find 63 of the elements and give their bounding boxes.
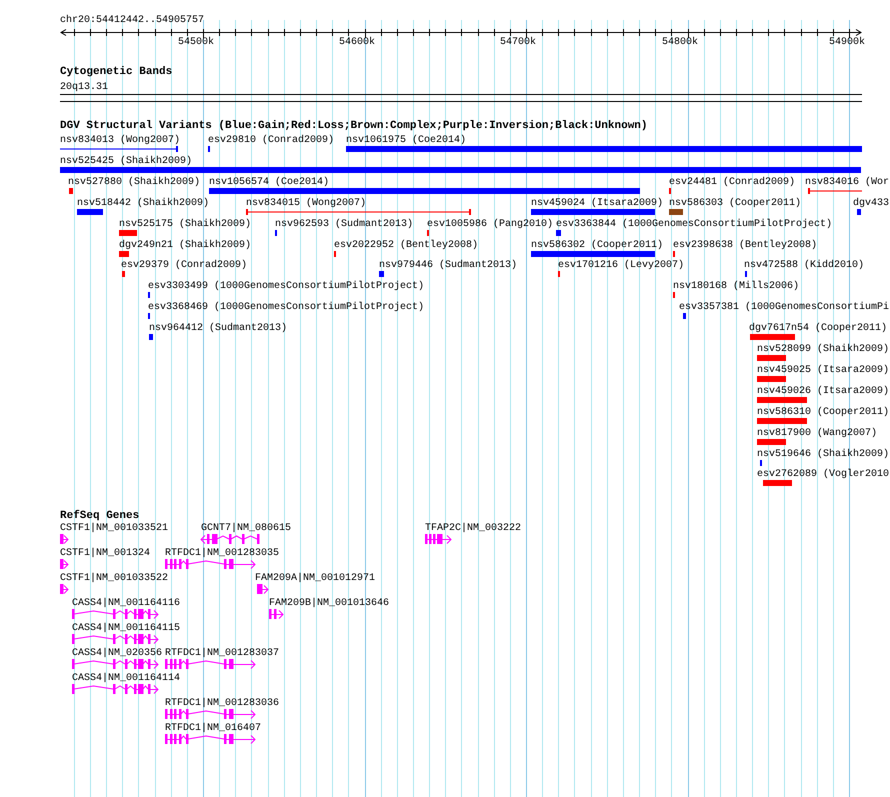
gene-label: CASS4|NM_001164114: [72, 673, 180, 684]
variant-label: esv2398638 (Bentley2008): [673, 240, 818, 251]
variant-label: nsv586303 (Cooper2011): [669, 198, 802, 209]
tick-label: 54800k: [662, 37, 698, 48]
variant-label: dgv7617n54 (Cooper2011): [749, 323, 888, 334]
tick-label: 54500k: [178, 37, 214, 48]
variant-label: esv29379 (Conrad2009): [121, 260, 248, 271]
variant-label: esv2762089 (Vogler2010: [756, 469, 889, 480]
variant-label: nsv528099 (Shaikh2009): [756, 344, 889, 355]
variant-label: dgv433: [852, 198, 889, 209]
variant-label: esv24481 (Conrad2009): [669, 177, 796, 188]
variant-label: esv3363844 (1000GenomesConsortiumPilotProject): [556, 219, 832, 230]
variant-label: esv3357381 (1000GenomesConsortiumPi: [678, 302, 889, 313]
gene-label: RTFDC1|NM_001283037: [165, 648, 280, 659]
variant-label: nsv586310 (Cooper2011): [756, 407, 889, 418]
variant-label: nsv817900 (Wang2007): [757, 428, 878, 439]
variant-label: nsv527880 (Shaikh2009): [68, 177, 200, 188]
variant-label: nsv834016 (Wor: [804, 177, 889, 188]
variant-label: nsv525425 (Shaikh2009): [60, 156, 192, 167]
tick-label: 54600k: [338, 37, 375, 48]
variant-label: nsv1056574 (Coe2014): [209, 177, 330, 188]
gene-label: RTFDC1|NM_001283035: [165, 548, 280, 559]
variant-label: esv1005986 (Pang2010): [427, 219, 554, 230]
tick-label: 54700k: [500, 37, 536, 48]
variant-label: esv3303499 (1000GenomesConsortiumPilotProject): [148, 281, 424, 292]
cytoband-label: 20q13.31: [60, 82, 108, 93]
gene-label: CASS4|NM_020356: [72, 648, 162, 659]
variant-label: nsv979446 (Sudmant2013): [379, 260, 518, 271]
gene-label: CSTF1|NM_001324: [60, 548, 150, 559]
gene-label: CSTF1|NM_001033521: [60, 523, 168, 534]
track-title: DGV Structural Variants (Blue:Gain;Red:Loss;Brown:Complex;Purple:Inversion;Black:Unknown): [60, 121, 648, 132]
variant-label: esv1701216 (Levy2007): [558, 260, 684, 271]
variant-label: nsv180168 (Mills2006): [673, 281, 800, 292]
tick-label: 54900k: [828, 37, 865, 48]
gene-label: FAM209B|NM_001013646: [269, 598, 390, 609]
variant-label: nsv518442 (Shaikh2009): [77, 198, 210, 209]
locus-label: chr20:54412442..54905757: [60, 15, 204, 26]
variant-label: esv3368469 (1000GenomesConsortiumPilotProject): [148, 302, 424, 313]
variant-label: nsv459024 (Itsara2009): [531, 198, 664, 209]
variant-label: nsv459025 (Itsara2009): [756, 365, 889, 376]
gene-label: TFAP2C|NM_003222: [425, 523, 522, 534]
gene-label: RTFDC1|NM_001283036: [165, 698, 280, 709]
variant-label: nsv962593 (Sudmant2013): [275, 219, 414, 230]
variant-label: nsv964412 (Sudmant2013): [149, 323, 288, 334]
variant-label: nsv525175 (Shaikh2009): [119, 219, 252, 230]
variant-label: nsv459026 (Itsara2009): [756, 386, 889, 397]
variant-label: nsv1061975 (Coe2014): [346, 135, 466, 146]
gene-label: CSTF1|NM_001033522: [60, 573, 168, 584]
variant-label: nsv519646 (Shaikh2009): [756, 449, 889, 460]
gene-label: CASS4|NM_001164115: [72, 623, 180, 634]
gene-label: GCNT7|NM_080615: [201, 523, 292, 534]
variant-label: esv29810 (Conrad2009): [208, 135, 334, 146]
gene-label: CASS4|NM_001164116: [72, 598, 180, 609]
variant-label: dgv249n21 (Shaikh2009): [119, 240, 252, 251]
variant-label: nsv834013 (Wong2007): [60, 135, 180, 146]
variant-label: nsv834015 (Wong2007): [246, 198, 366, 209]
track-title: RefSeq Genes: [60, 511, 140, 522]
track-title: Cytogenetic Bands: [60, 67, 172, 78]
variant-label: esv2022952 (Bentley2008): [334, 240, 478, 251]
variant-label: nsv586302 (Cooper2011): [531, 240, 664, 251]
gene-label: RTFDC1|NM_016407: [165, 723, 262, 734]
gene-label: FAM209A|NM_001012971: [255, 573, 376, 584]
variant-label: nsv472588 (Kidd2010): [744, 260, 864, 271]
